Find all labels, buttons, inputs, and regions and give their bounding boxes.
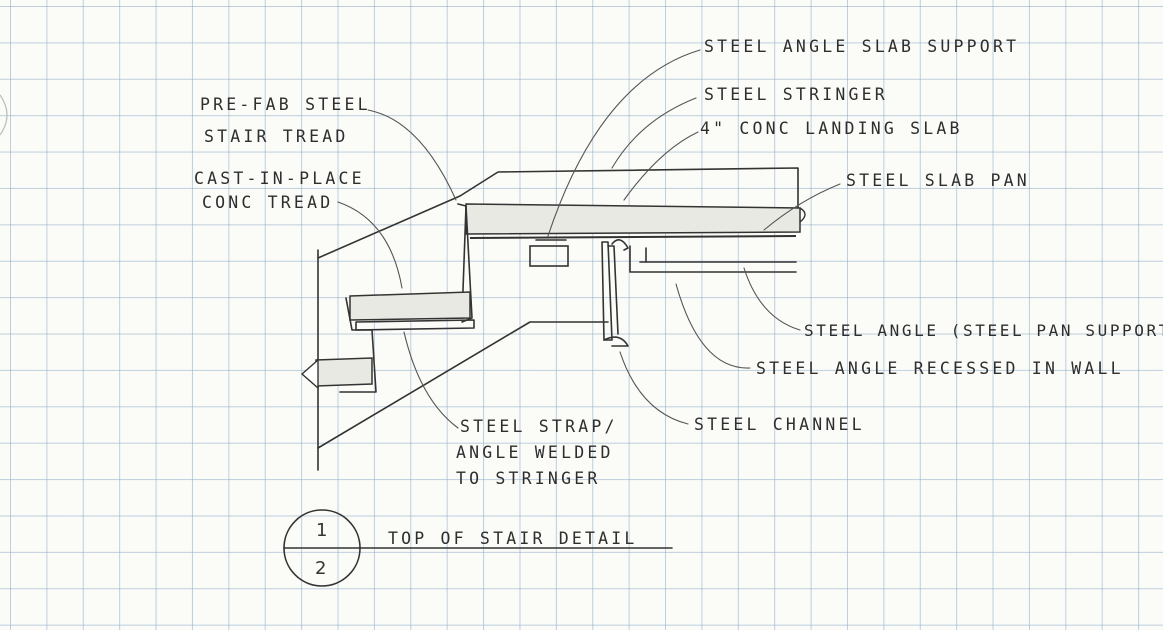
detail-sheet: 2 bbox=[315, 558, 326, 579]
label-cast-tread-1: CAST-IN-PLACE bbox=[194, 169, 365, 188]
label-steel-slab-pan: STEEL SLAB PAN bbox=[846, 171, 1030, 190]
leader-lines bbox=[337, 49, 841, 429]
steel-angle-pan-support bbox=[629, 245, 797, 273]
label-strap-3: TO STRINGER bbox=[456, 469, 600, 488]
label-steel-angle-recessed: STEEL ANGLE RECESSED IN WALL bbox=[756, 359, 1124, 378]
label-steel-stringer: STEEL STRINGER bbox=[704, 85, 888, 104]
concrete-landing-slab bbox=[465, 203, 806, 239]
label-prefab-tread-2: STAIR TREAD bbox=[204, 127, 348, 146]
steel-channel bbox=[601, 239, 629, 347]
label-steel-angle-pan-support: STEEL ANGLE (STEEL PAN SUPPORT bbox=[804, 321, 1163, 340]
label-cast-tread-2: CONC TREAD bbox=[202, 193, 333, 212]
detail-tag: 1 2 TOP OF STAIR DETAIL bbox=[283, 509, 673, 587]
label-steel-channel: STEEL CHANNEL bbox=[694, 415, 865, 434]
label-strap-1: STEEL STRAP/ bbox=[460, 417, 618, 436]
label-steel-angle-slab-support: STEEL ANGLE SLAB SUPPORT bbox=[704, 37, 1019, 56]
cast-in-place-concrete-tread bbox=[300, 291, 471, 393]
detail-title: TOP OF STAIR DETAIL bbox=[388, 529, 638, 548]
label-prefab-tread-1: PRE-FAB STEEL bbox=[200, 95, 371, 114]
steel-angle-slab-support bbox=[529, 239, 569, 267]
binder-hole bbox=[0, 94, 8, 136]
label-conc-landing-slab: 4" CONC LANDING SLAB bbox=[700, 119, 963, 138]
detail-number: 1 bbox=[316, 520, 327, 541]
label-strap-2: ANGLE WELDED bbox=[456, 443, 614, 462]
